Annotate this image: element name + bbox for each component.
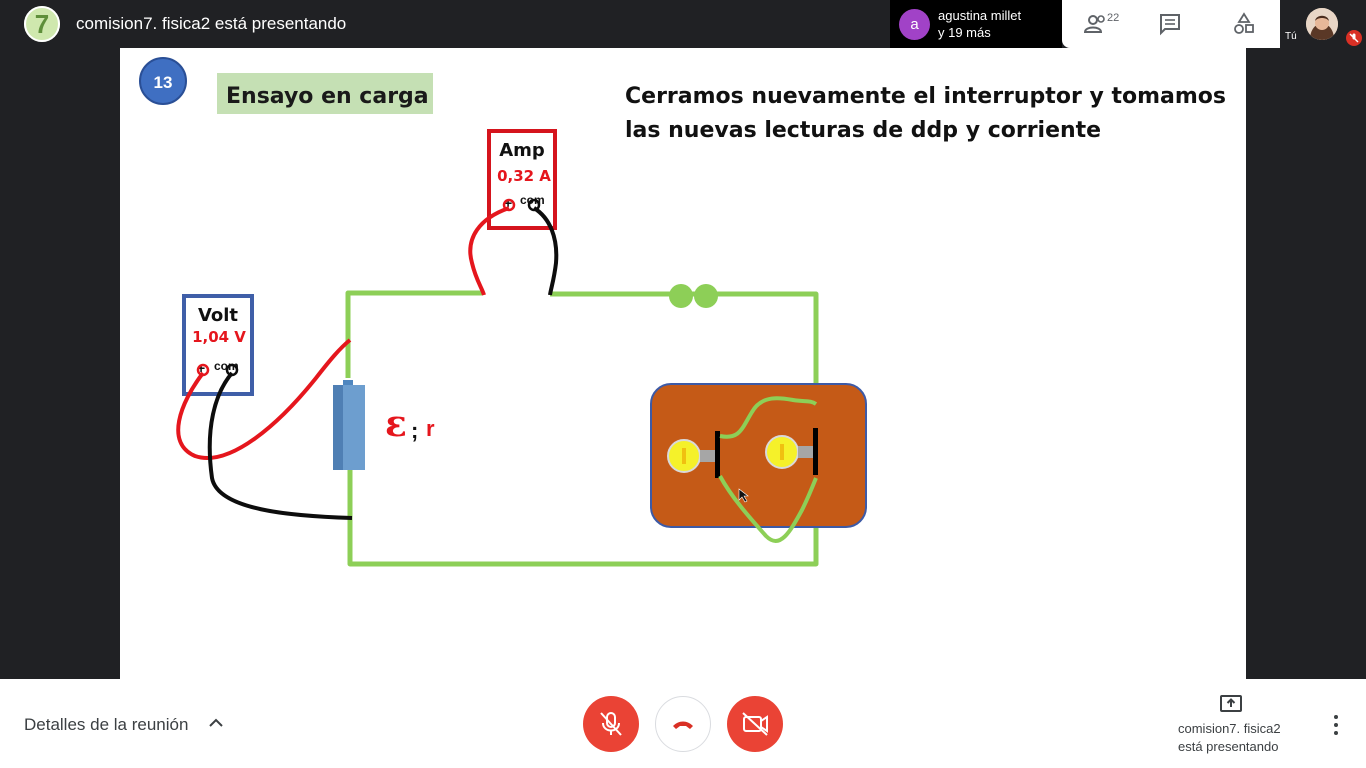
slide-heading-line1: Cerramos nuevamente el interruptor y tom… [625, 84, 1226, 109]
people-count: 22 [1107, 12, 1120, 24]
meeting-logo-icon: 7 [24, 6, 60, 42]
ammeter-plus: + [504, 195, 512, 211]
bottom-bar: Detalles de la reunión comision7. fisica… [0, 679, 1366, 768]
wire-top-left [345, 290, 483, 340]
lamp-board [650, 383, 867, 543]
ammeter-red-lead [468, 206, 510, 296]
voltmeter-com: com [214, 359, 239, 373]
self-label: Tú [1285, 31, 1297, 42]
more-options-button[interactable] [1328, 713, 1344, 737]
mic-toggle-button[interactable] [583, 696, 639, 752]
mic-off-icon [600, 712, 622, 736]
meeting-details-button[interactable]: Detalles de la reunión [24, 715, 189, 734]
camera-off-icon [742, 712, 768, 736]
voltmeter-black-lead [207, 371, 353, 520]
voltmeter-red-lead [176, 338, 352, 460]
emf-separator: ; [411, 418, 418, 443]
participant-name-block: agustina millet y 19 más [938, 7, 1021, 41]
slide-canvas: 13 Ensayo en carga Cerramos nuevamente e… [139, 57, 1226, 567]
leave-call-button[interactable] [655, 696, 711, 752]
self-mic-off-badge [1346, 30, 1362, 46]
activities-button[interactable] [1226, 10, 1262, 38]
participant-more: y 19 más [938, 25, 991, 40]
self-avatar-image [1306, 8, 1338, 40]
meeting-logo: 7 [24, 6, 60, 42]
slide-number-badge: 13 [139, 57, 187, 105]
lamp-2 [765, 435, 814, 469]
battery [333, 380, 365, 470]
presenting-line1: comision7. fisica2 [1178, 721, 1281, 736]
presenting-label: comision7. fisica2 está presentando [1178, 720, 1298, 756]
meeting-logo-text: 7 [35, 9, 49, 39]
ammeter-title: Amp [499, 140, 545, 161]
people-icon [1083, 15, 1105, 33]
presentation-slide: 13 Ensayo en carga Cerramos nuevamente e… [120, 48, 1246, 679]
slide-heading-line2: las nuevas lecturas de ddp y corriente [625, 118, 1101, 143]
activities-shapes-icon [1234, 12, 1254, 34]
presenting-line2: está presentando [1178, 739, 1279, 754]
chat-button[interactable] [1152, 10, 1188, 38]
lamp-1 [667, 439, 716, 473]
section-title-bg [217, 73, 433, 114]
lamp-2-terminal [813, 428, 818, 475]
voltmeter-reading: 1,04 V [192, 328, 246, 346]
present-screen-button[interactable] [1219, 694, 1243, 714]
present-screen-icon [1220, 695, 1242, 712]
people-button[interactable] [1080, 10, 1116, 38]
self-avatar[interactable] [1306, 8, 1338, 40]
mouse-cursor-icon [738, 488, 749, 503]
presenter-title: comision7. fisica2 está presentando [76, 14, 347, 33]
ammeter-black-lead [532, 206, 559, 296]
circuit-wires [345, 290, 819, 567]
participant-avatar: a [899, 9, 930, 40]
ammeter-reading: 0,32 A [497, 167, 551, 185]
more-vert-icon [1334, 715, 1338, 735]
camera-toggle-button[interactable] [727, 696, 783, 752]
slide-number: 13 [154, 73, 173, 92]
internal-resistance-label: r [426, 416, 435, 441]
wire-top-right-bottom [347, 291, 819, 567]
voltmeter: Volt 1,04 V + com [182, 294, 254, 396]
voltmeter-plus: + [197, 360, 205, 376]
participant-chip[interactable]: a agustina millet y 19 más [890, 0, 1062, 48]
participant-name: agustina millet [938, 8, 1022, 23]
chat-icon [1160, 14, 1180, 36]
chevron-up-icon[interactable] [208, 715, 224, 731]
mic-off-small-icon [1349, 33, 1359, 43]
lamp-1-terminal [715, 431, 720, 478]
voltmeter-title: Volt [198, 305, 238, 326]
emf-symbol: ε [385, 403, 407, 445]
switch [669, 284, 718, 308]
toolbar-panel [1062, 0, 1280, 48]
section-title: Ensayo en carga [226, 84, 429, 109]
top-bar: 7 comision7. fisica2 está presentando a … [0, 0, 1366, 48]
hang-up-icon [673, 721, 693, 729]
